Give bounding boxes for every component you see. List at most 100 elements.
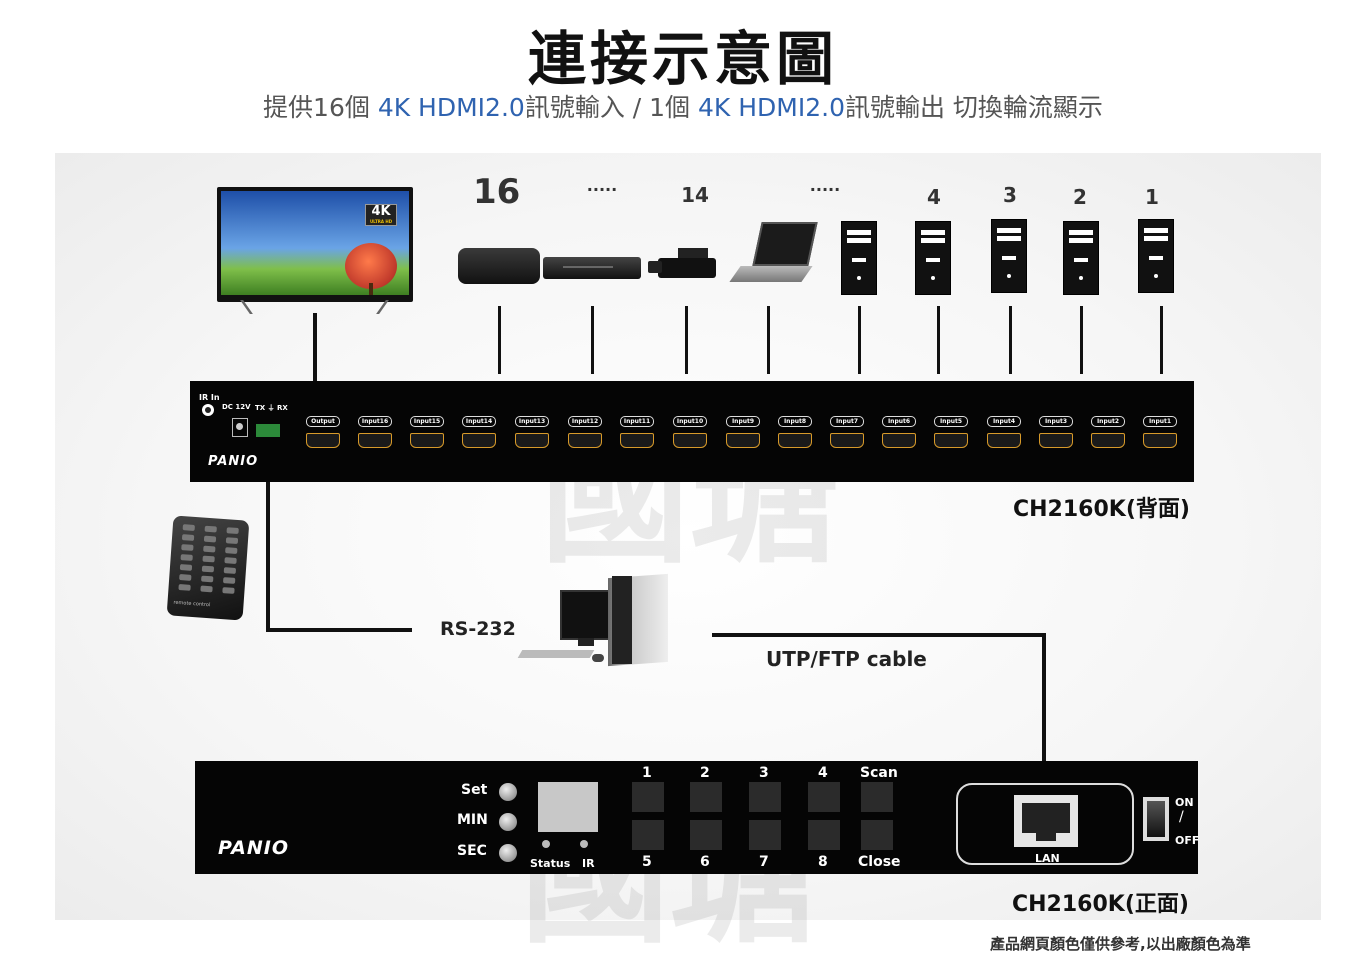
power-switch[interactable] <box>1143 797 1169 841</box>
remote-key <box>203 545 216 553</box>
hdmi-port-input10-icon[interactable] <box>673 433 707 448</box>
key-3-button[interactable] <box>749 782 781 812</box>
sec-label: SEC <box>457 843 487 859</box>
port-label-input2: Input2 <box>1091 416 1125 427</box>
wire-input2 <box>1009 306 1012 374</box>
pc-tower-icon <box>841 221 877 295</box>
key-label-1: 1 <box>642 765 652 781</box>
port-label-input13: Input13 <box>515 416 549 427</box>
key-label-3: 3 <box>759 765 769 781</box>
key-4-button[interactable] <box>808 782 840 812</box>
remote-key <box>204 525 217 533</box>
remote-key <box>200 585 213 593</box>
footnote: 產品網頁顏色僅供參考,以出廠顏色為準 <box>990 935 1251 953</box>
input-ellipsis-1: ..... <box>586 176 618 195</box>
min-label: MIN <box>457 812 488 828</box>
remote-key <box>201 575 214 583</box>
ir-label: IR <box>582 857 595 870</box>
rs232-label: RS-232 <box>440 618 516 640</box>
hdmi-port-input1-icon[interactable] <box>1143 433 1177 448</box>
ir-sensor-icon <box>580 840 588 848</box>
page-title: 連接示意圖 <box>527 25 838 93</box>
utp-cable-label: UTP/FTP cable <box>766 647 927 671</box>
hdmi-port-input16-icon[interactable] <box>358 433 392 448</box>
remote-brand: remote control <box>173 599 211 609</box>
ir-in-jack-icon <box>202 404 214 416</box>
power-on-label: ON <box>1175 796 1194 809</box>
key-8-button[interactable] <box>808 820 840 850</box>
hdmi-port-input2-icon[interactable] <box>1091 433 1125 448</box>
desktop-computer-icon <box>517 572 672 670</box>
key-label-6: 6 <box>700 854 710 870</box>
hdmi-port-input14-icon[interactable] <box>462 433 496 448</box>
page-subtitle: 提供16個 4K HDMI2.0訊號輸入 / 1個 4K HDMI2.0訊號輸出… <box>0 88 1366 124</box>
key-2-button[interactable] <box>690 782 722 812</box>
hdmi-port-input9-icon[interactable] <box>726 433 760 448</box>
wire-input3 <box>937 306 940 374</box>
hdmi-port-input3-icon[interactable] <box>1039 433 1073 448</box>
lan-label: LAN <box>1035 852 1060 865</box>
back-panel <box>190 381 1194 482</box>
remote-key <box>223 567 237 574</box>
subtitle-part-2: 訊號輸入 / 1個 <box>524 93 698 122</box>
tv-badge-subtext: ULTRA HD <box>369 219 393 224</box>
port-label-input8: Input8 <box>778 416 812 427</box>
ir-in-label: IR In <box>199 393 220 402</box>
hdmi-port-input15-icon[interactable] <box>410 433 444 448</box>
pc-tower-icon <box>1063 221 1099 295</box>
set-label: Set <box>461 782 488 798</box>
remote-key <box>226 527 239 535</box>
hdmi-port-output-icon[interactable] <box>306 433 340 448</box>
wire-input1a <box>1080 306 1083 374</box>
input-number-14: 14 <box>681 183 709 207</box>
video-camera-icon <box>648 248 720 280</box>
input-number-4: 4 <box>927 185 941 209</box>
key-scan-button[interactable] <box>861 782 893 812</box>
subtitle-highlight-2: 4K HDMI2.0 <box>697 93 845 122</box>
hdmi-port-input12-icon[interactable] <box>568 433 602 448</box>
pc-tower-icon <box>1138 219 1174 293</box>
power-slash-icon: / <box>1179 809 1184 825</box>
remote-key <box>222 587 235 594</box>
dc-power-jack-icon <box>232 418 248 437</box>
wire-utp-horizontal <box>712 633 1046 637</box>
hdmi-port-input8-icon[interactable] <box>778 433 812 448</box>
subtitle-part-3: 訊號輸出 切換輪流顯示 <box>844 93 1103 122</box>
key-6-button[interactable] <box>690 820 722 850</box>
port-label-input11: Input11 <box>620 416 654 427</box>
hdmi-port-input4-icon[interactable] <box>987 433 1021 448</box>
remote-key <box>225 537 239 545</box>
key-close-button[interactable] <box>861 820 893 850</box>
subtitle-highlight-1: 4K HDMI2.0 <box>377 93 525 122</box>
sec-button[interactable] <box>499 844 517 862</box>
wire-input13 <box>767 306 770 374</box>
media-box-icon <box>458 248 540 284</box>
hdmi-port-input5-icon[interactable] <box>934 433 968 448</box>
front-panel-model: CH2160K(正面) <box>1012 892 1189 917</box>
hdmi-port-input6-icon[interactable] <box>882 433 916 448</box>
port-label-input1: Input1 <box>1143 416 1177 427</box>
min-button[interactable] <box>499 813 517 831</box>
key-5-button[interactable] <box>632 820 664 850</box>
port-label-input15: Input15 <box>410 416 444 427</box>
hdmi-port-input11-icon[interactable] <box>620 433 654 448</box>
set-button[interactable] <box>499 783 517 801</box>
key-label-scan: Scan <box>860 765 898 781</box>
pc-tower-icon <box>991 219 1027 293</box>
remote-key <box>224 557 237 564</box>
port-label-input5: Input5 <box>934 416 968 427</box>
back-panel-model: CH2160K(背面) <box>1013 497 1190 522</box>
remote-key <box>178 584 191 591</box>
wire-rs232-horizontal <box>266 628 412 632</box>
hdmi-port-input13-icon[interactable] <box>515 433 549 448</box>
input-number-2: 2 <box>1073 185 1087 209</box>
lan-port-icon[interactable] <box>1014 795 1078 847</box>
key-7-button[interactable] <box>749 820 781 850</box>
hdmi-port-input7-icon[interactable] <box>830 433 864 448</box>
input-number-3: 3 <box>1003 183 1017 207</box>
port-label-input16: Input16 <box>358 416 392 427</box>
wire-rs232-vertical <box>266 482 270 632</box>
key-1-button[interactable] <box>632 782 664 812</box>
